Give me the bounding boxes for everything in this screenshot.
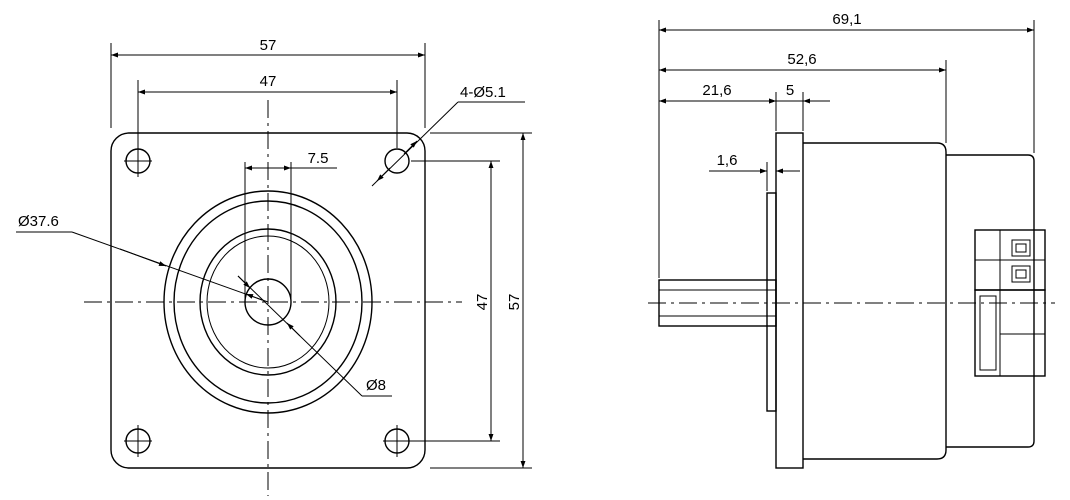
dim-hole-spacing-horizontal-label: 47 [260,73,277,90]
dim-outer-height: 57 [430,132,532,469]
side-rear-cap [946,154,1035,448]
dim-shaft-offset-label: 7.5 [308,150,329,167]
dim-outer-width: 57 [110,37,426,128]
dim-body-length-label: 52,6 [787,51,816,68]
side-pilot [766,192,777,412]
side-flange [775,132,804,469]
dim-hole-spacing-horizontal: 47 [137,73,398,148]
dim-shaft-length-label: 21,6 [702,82,731,99]
dim-mounting-holes: 4-Ø5.1 [371,84,525,187]
side-motor-body [803,142,947,460]
dim-boss-diameter: Ø37.6 [16,213,269,303]
dim-outer-width-label: 57 [260,37,277,54]
mounting-hole-top-right [384,148,410,174]
dim-hole-spacing-vertical: 47 [411,160,500,442]
dim-boss-diameter-label: Ø37.6 [18,213,59,230]
dim-overall-length: 69,1 [658,11,1035,278]
dim-overall-length-label: 69,1 [832,11,861,28]
dim-flange-thickness-label: 5 [786,82,794,99]
front-view: 57 47 4-Ø5.1 7.5 [16,37,532,496]
side-view: 69,1 52,6 21,6 5 1,6 [648,11,1055,469]
dim-hole-spacing-vertical-label: 47 [474,294,491,311]
dim-shaft-length: 21,6 [659,82,804,131]
side-connector [974,229,1046,377]
dim-mounting-holes-label: 4-Ø5.1 [460,84,506,101]
dim-body-length: 52,6 [659,51,947,143]
hole-centerlines [124,145,411,457]
dim-flange-thickness: 5 [760,82,830,104]
dim-shaft-diameter: Ø8 [237,275,392,397]
dim-pilot-thickness-label: 1,6 [717,152,738,169]
dim-pilot-thickness: 1,6 [709,152,800,191]
dim-shaft-diameter-label: Ø8 [366,377,386,394]
dim-outer-height-label: 57 [506,294,523,311]
dim-shaft-offset: 7.5 [244,150,337,300]
